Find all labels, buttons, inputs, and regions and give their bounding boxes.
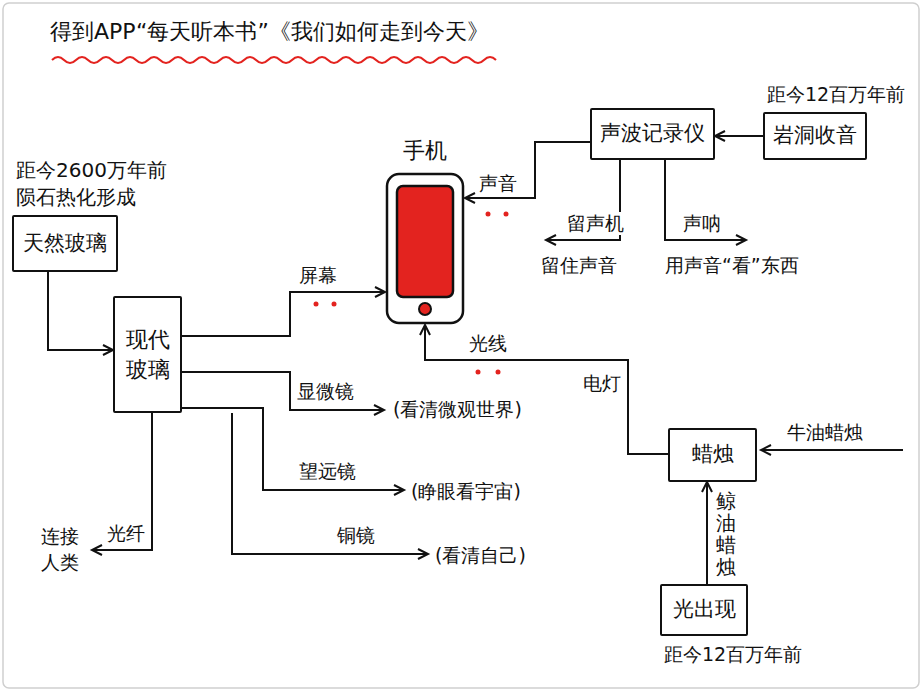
annotation-label: 光纤 <box>106 522 146 545</box>
node-heading: 距今12百万年前 <box>767 82 905 108</box>
annotation-label: (看清微观世界) <box>392 398 523 421</box>
annotation-label: 留声机 <box>566 212 625 235</box>
dot <box>486 212 491 217</box>
annotation-label: 铜镜 <box>336 524 376 547</box>
arrow-connector <box>48 272 113 350</box>
annotation-label: 连接人类 <box>40 524 80 575</box>
process-box: 距今2600万年前 陨石热化形成天然玻璃 <box>12 215 118 272</box>
connector-label: 声音 <box>478 172 518 195</box>
arrow-connector <box>182 292 385 336</box>
annotation-label: 显微镜 <box>296 380 355 403</box>
phone-drawing <box>385 172 465 325</box>
node-label: 岩洞收音 <box>773 123 857 148</box>
connector-label: 光线 <box>468 332 508 355</box>
process-box: 声波记录仪 <box>590 108 715 160</box>
dot <box>476 370 481 375</box>
frame <box>3 3 919 688</box>
annotation-label: 电灯 <box>582 372 622 395</box>
node-label: 光出现 <box>673 597 736 622</box>
process-box: 蜡烛 <box>668 428 757 482</box>
phone-body <box>387 174 463 323</box>
node-label: 声波记录仪 <box>600 121 705 146</box>
node-label: 现代玻璃 <box>126 325 170 384</box>
dot <box>496 370 501 375</box>
arrow-connector <box>465 142 590 198</box>
node-heading: 手机 <box>385 136 465 166</box>
annotation-label: 望远镜 <box>298 460 357 483</box>
leader-lines <box>92 160 903 554</box>
phone-screen <box>397 186 453 297</box>
annotation-label: 声呐 <box>682 212 722 235</box>
wavy-underline <box>52 57 496 63</box>
arrow-connector <box>706 482 708 584</box>
annotation-label: 牛油蜡烛 <box>786 421 864 444</box>
phone-button <box>419 303 431 315</box>
microscope-line <box>182 372 384 410</box>
connector-label: 鲸油蜡烛 <box>716 490 736 578</box>
mirror-line <box>232 413 428 554</box>
node-label: 蜡烛 <box>692 442 734 467</box>
diagram-title: 得到APP“每天听本书”《我们如何走到今天》 <box>50 18 489 47</box>
arrow-connector <box>425 325 668 454</box>
dot <box>332 302 337 307</box>
process-box: 现代玻璃 <box>113 296 182 413</box>
connector-label: 屏幕 <box>298 264 338 287</box>
fiber-line <box>92 413 152 550</box>
node-label: 天然玻璃 <box>23 231 107 256</box>
node-heading: 距今12百万年前 <box>664 642 802 668</box>
process-box: 距今12百万年前岩洞收音 <box>763 112 867 160</box>
node-heading: 距今2600万年前 陨石热化形成 <box>16 157 191 211</box>
arrow-connector <box>715 135 763 137</box>
dot <box>504 212 509 217</box>
annotation-label: 用声音“看”东西 <box>664 254 800 277</box>
phone-figure: 手机 <box>385 172 465 325</box>
annotation-label: (睁眼看宇宙) <box>410 480 522 503</box>
dot <box>314 302 319 307</box>
tallow-candle-line <box>761 449 903 451</box>
annotation-label: 留住声音 <box>540 254 618 277</box>
sonar-line <box>665 160 746 240</box>
process-box: 光出现距今12百万年前 <box>660 584 748 636</box>
telescope-line <box>182 408 404 490</box>
annotation-label: (看清自己) <box>434 544 527 567</box>
